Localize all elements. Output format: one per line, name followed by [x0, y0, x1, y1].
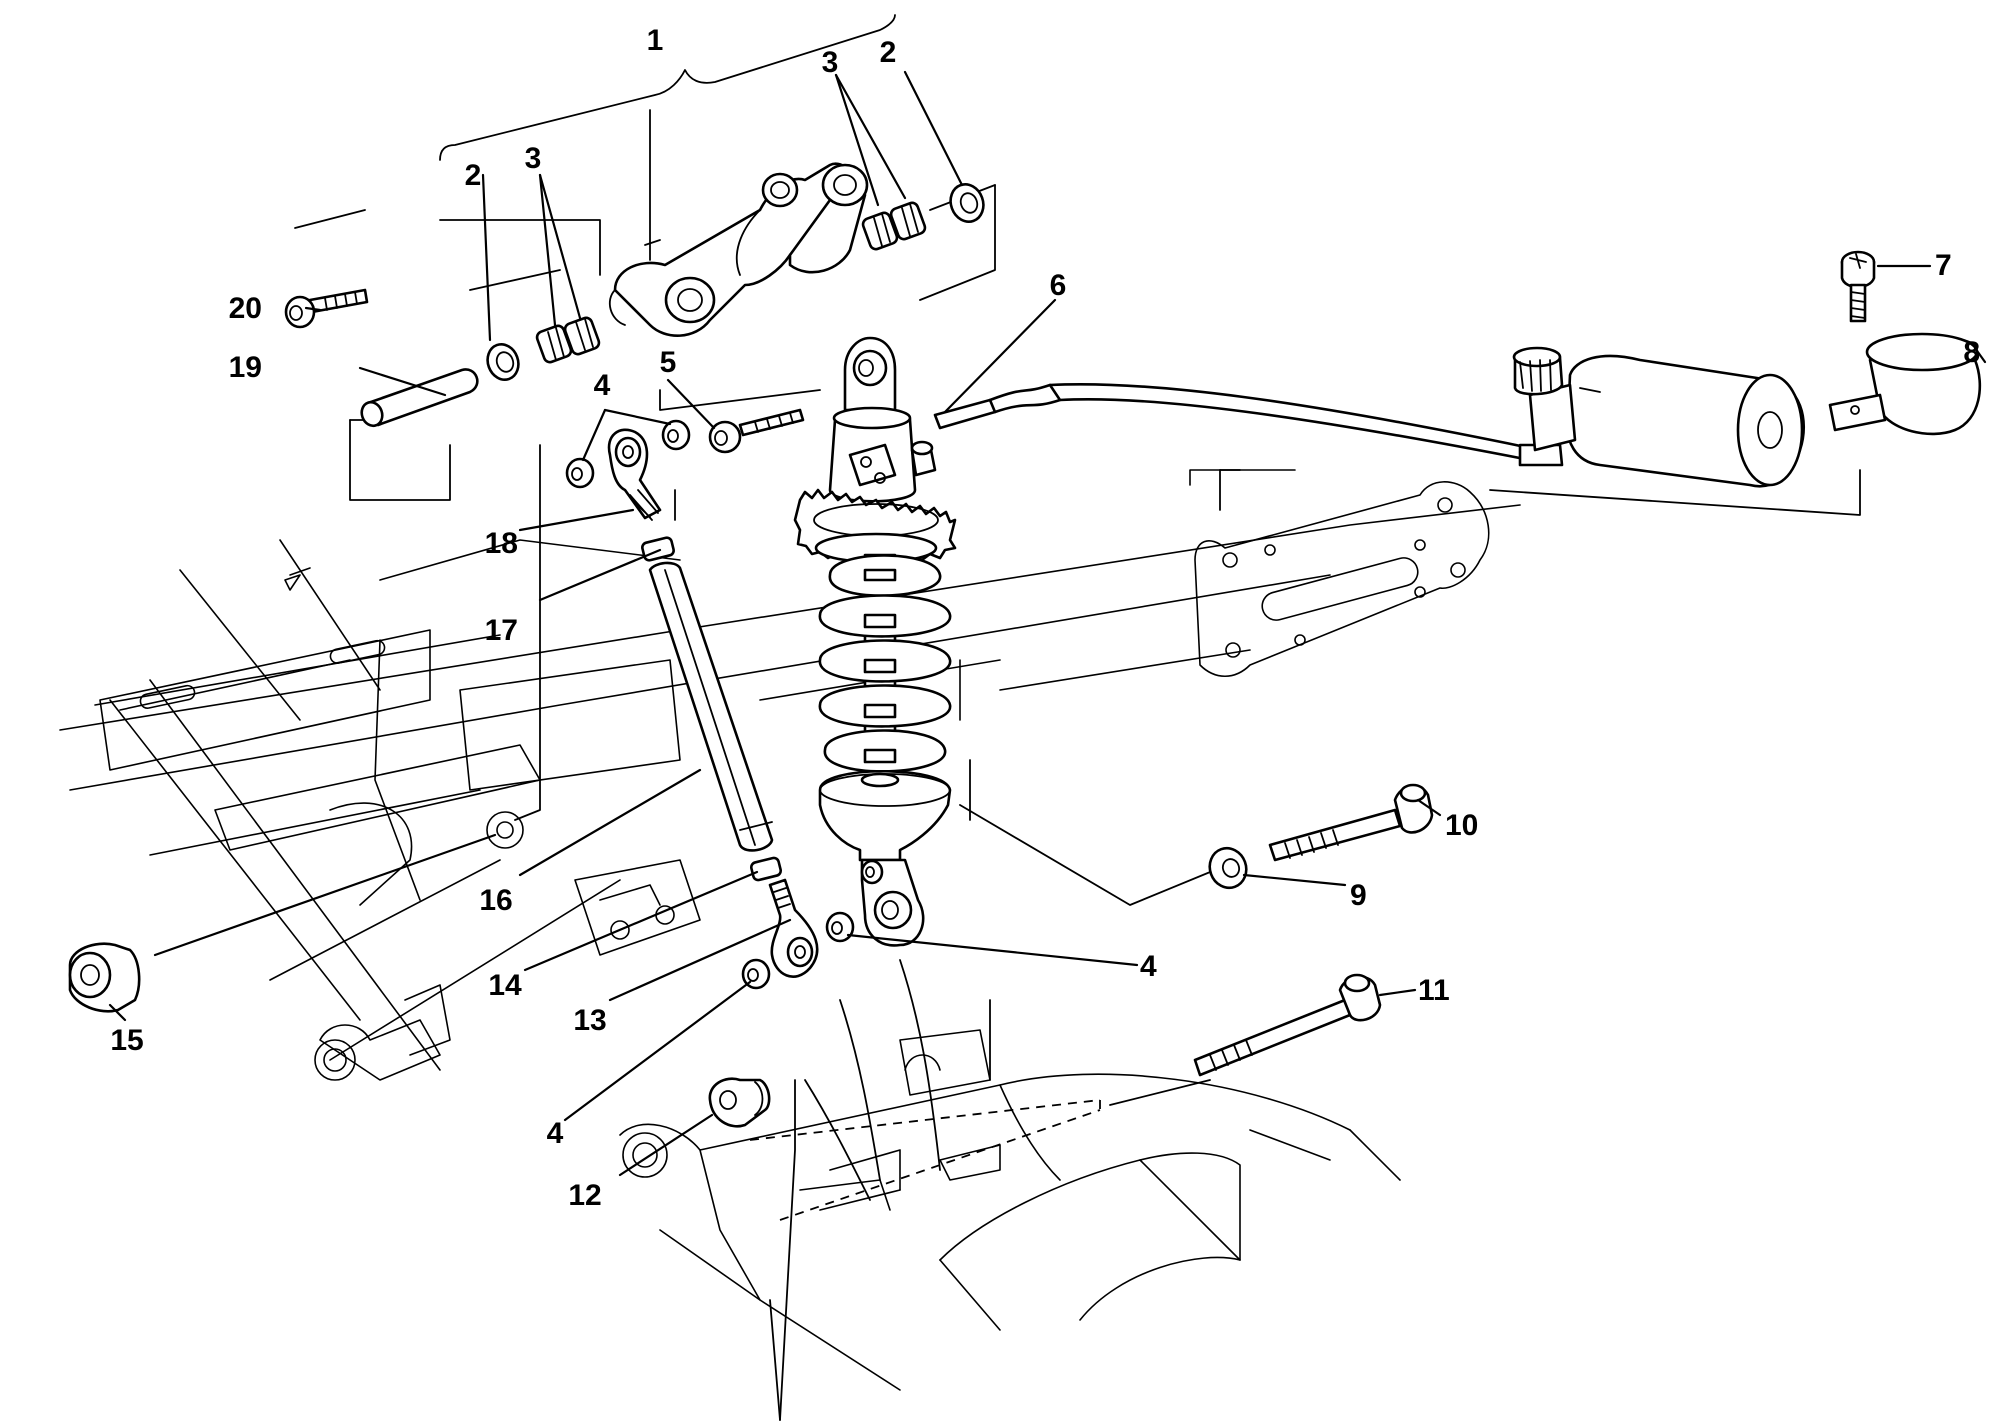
remote-reservoir [1512, 346, 1805, 488]
upper-rod-end [607, 428, 662, 521]
callout-18: 18 [485, 527, 518, 560]
callout-14: 14 [488, 969, 522, 1002]
bush-4-upper-right [661, 419, 691, 451]
spacer-12 [708, 1077, 771, 1128]
assembly-bracket [439, 14, 896, 161]
callout-9: 9 [1350, 879, 1367, 912]
bush-4-lower-right [825, 911, 855, 943]
washer-9 [1208, 846, 1248, 890]
tie-rod [648, 561, 774, 852]
callout-3-right: 3 [822, 46, 839, 79]
callout-3-left: 3 [525, 142, 542, 175]
seal-ring-right [949, 183, 985, 223]
shock-absorber [793, 336, 957, 947]
frame-outline [59, 469, 1521, 1081]
frame-side-plate [1194, 481, 1490, 678]
assembly-guide-lines [294, 109, 1861, 1421]
callout-12: 12 [568, 1179, 601, 1212]
needle-bearing-right [861, 201, 927, 251]
bolt-10 [1268, 783, 1434, 862]
callout-15: 15 [110, 1024, 143, 1057]
nut-15 [68, 942, 141, 1013]
bolt-5 [708, 408, 805, 454]
leader-lines [108, 70, 1987, 1177]
bolt-11 [1193, 973, 1382, 1077]
callout-10: 10 [1445, 809, 1478, 842]
callout-4-top: 4 [594, 369, 611, 402]
callout-19: 19 [229, 351, 262, 384]
reservoir-clamp [1828, 332, 1982, 436]
callout-20: 20 [229, 292, 262, 325]
callout-2-right: 2 [880, 36, 897, 69]
callout-5: 5 [660, 346, 677, 379]
callout-13: 13 [573, 1004, 606, 1037]
callout-4-right: 4 [1140, 950, 1157, 983]
callout-labels: 1 2 3 3 2 20 19 5 4 6 7 8 18 17 10 9 16 … [110, 24, 1980, 1212]
callout-17: 17 [485, 614, 518, 647]
callout-1: 1 [647, 24, 664, 57]
bush-4-lower-left [741, 958, 771, 990]
callout-2-left: 2 [465, 159, 482, 192]
callout-6: 6 [1050, 269, 1067, 302]
callout-4-bottom: 4 [547, 1117, 564, 1150]
clamp-screw [1840, 250, 1876, 323]
reservoir-hose [933, 382, 1564, 467]
callout-11: 11 [1418, 974, 1450, 1007]
lock-nut-lower [749, 856, 783, 882]
seal-ring-left [486, 343, 520, 381]
bolt-20 [284, 288, 369, 329]
lower-rod-end [768, 878, 819, 978]
pivot-pin [360, 368, 479, 428]
callout-7: 7 [1935, 249, 1952, 282]
rocker-arm [608, 162, 869, 337]
bush-4-upper-left [565, 457, 595, 489]
callout-8: 8 [1963, 336, 1980, 369]
needle-bearing-left [535, 316, 601, 364]
lock-nut-upper [641, 536, 675, 562]
callout-16: 16 [479, 884, 512, 917]
